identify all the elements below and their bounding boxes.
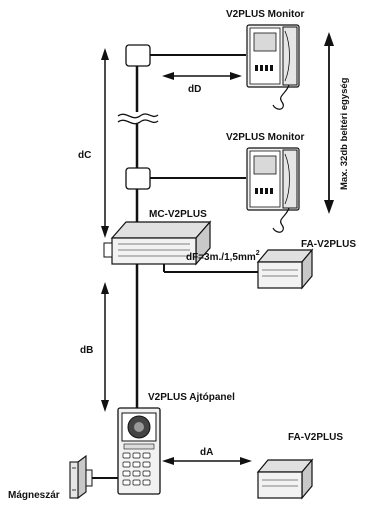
line-break-symbol [117, 112, 159, 125]
dimension-arrow-max-units [324, 32, 334, 214]
monitor-top-label: V2PLUS Monitor [226, 9, 304, 20]
door-panel-label: V2PLUS Ajtópanel [148, 392, 235, 403]
distance-dC-label: dC [78, 150, 91, 161]
mc-v2plus-unit [103, 220, 212, 266]
dimension-arrow-dA [162, 457, 252, 465]
fa-v2plus-unit-bottom [256, 458, 314, 500]
fa-unit-top-label: FA-V2PLUS [301, 239, 356, 250]
dimension-arrow-dC [101, 48, 109, 238]
dimension-arrow-dD [162, 72, 242, 80]
junction-box-mid [125, 167, 151, 190]
fa-unit-bottom-label: FA-V2PLUS [288, 432, 343, 443]
distance-dF-main: dF=3m./1,5mm [186, 252, 256, 263]
junction-box-top [125, 44, 151, 67]
monitor-mid [246, 147, 300, 233]
distance-dF-superscript: 2 [256, 250, 260, 257]
dimension-arrow-dB [101, 282, 109, 412]
mc-unit-label: MC-V2PLUS [149, 209, 207, 220]
magnetic-lock [69, 454, 93, 500]
monitor-top [246, 24, 300, 110]
monitor-mid-label: V2PLUS Monitor [226, 132, 304, 143]
distance-dD-label: dD [188, 84, 201, 95]
door-panel [117, 407, 161, 495]
distance-dF-label: dF=3m./1,5mm2 [186, 250, 260, 263]
fa-v2plus-unit-top [256, 248, 314, 290]
lock-label: Mágneszár [8, 490, 60, 501]
distance-dA-label: dA [200, 447, 213, 458]
distance-dB-label: dB [80, 345, 93, 356]
vertical-max-units-label: Max. 32db beltéri egység [339, 77, 350, 190]
